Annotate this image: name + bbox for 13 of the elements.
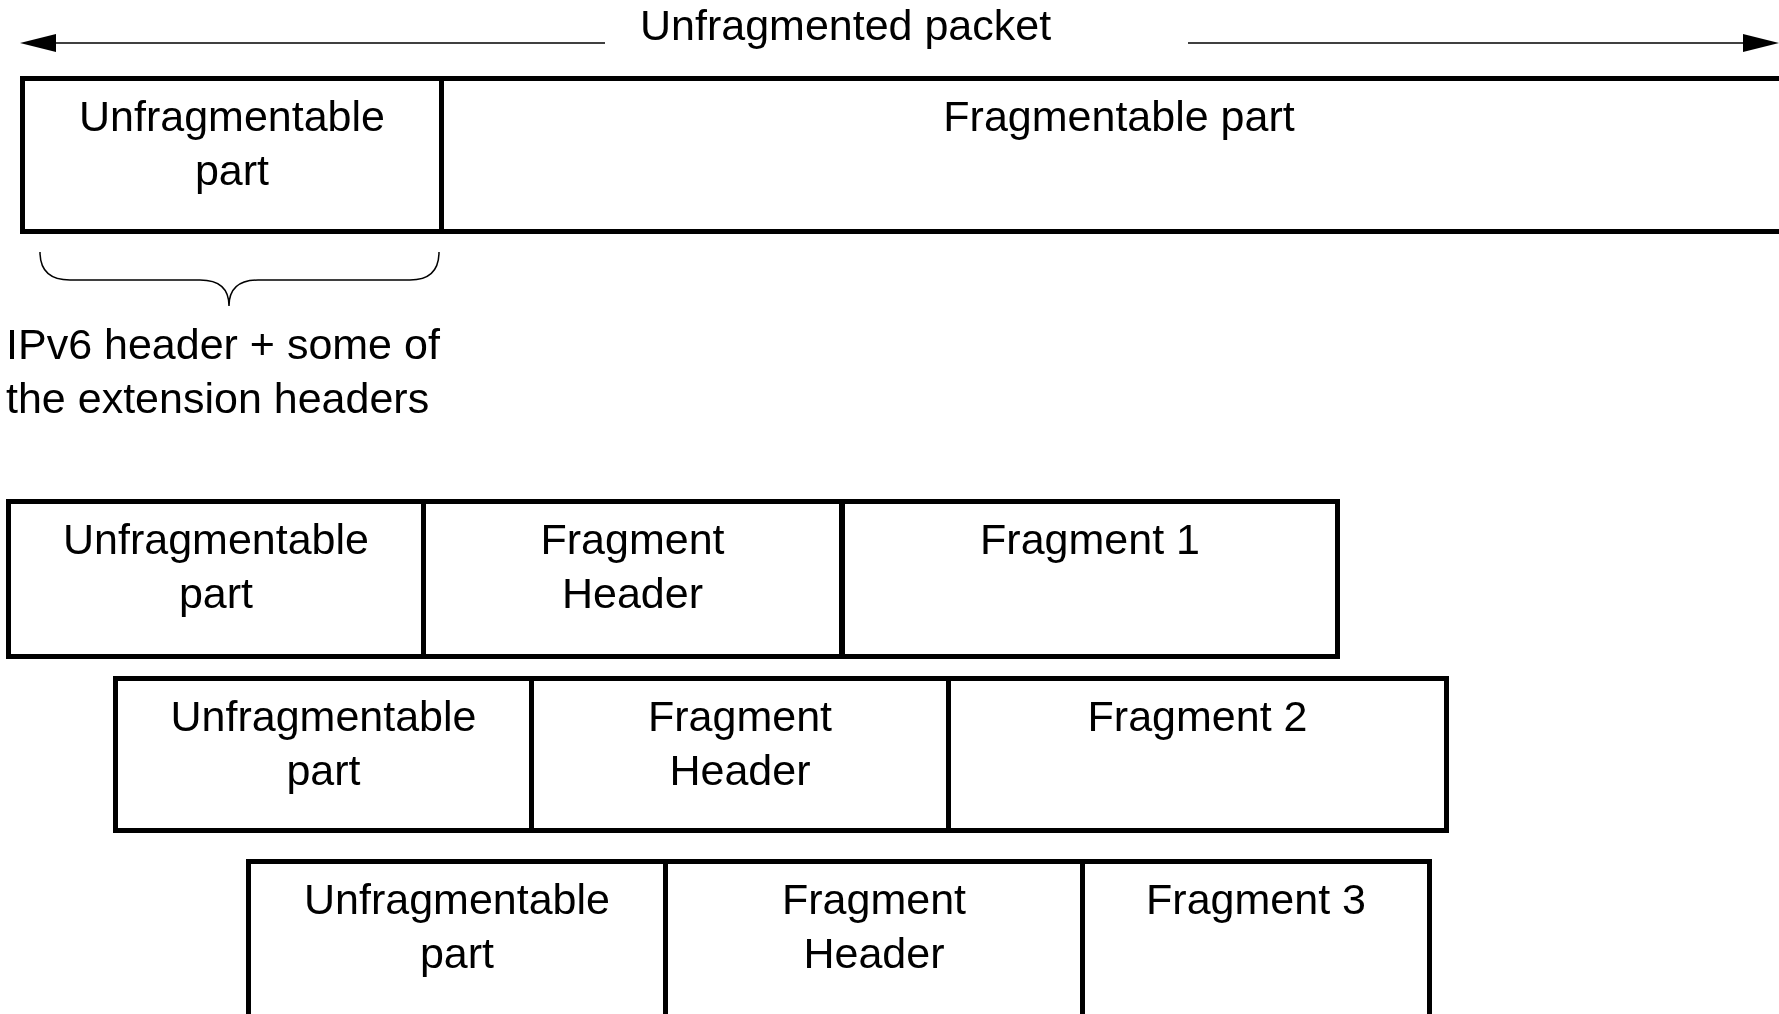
field-label: Unfragmentable part [78,91,386,196]
field-label: Unfragmentable part [169,691,478,796]
annotation-text: IPv6 header + some of the extension headers [6,319,441,424]
field-label: Fragment Header [647,691,833,796]
field-label: Fragment Header [539,514,726,619]
field-label: Fragment 3 [1146,874,1366,925]
dimension-label: Unfragmented packet [640,0,1052,51]
field-label: Fragment Header [781,874,967,979]
field-label: Unfragmentable part [62,514,370,619]
field-label: Unfragmentable part [303,874,611,979]
field-label: Fragment 1 [980,514,1200,565]
field-label: Fragment 2 [1087,691,1308,742]
field-label: Fragmentable part [943,91,1295,142]
